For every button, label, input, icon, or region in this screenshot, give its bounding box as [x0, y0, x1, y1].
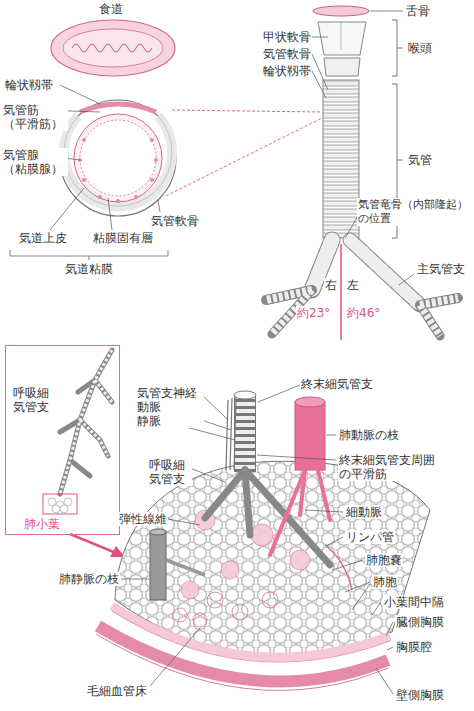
part-label: 壁側胸膜	[395, 688, 445, 702]
part-label: 弾性線維	[118, 512, 168, 526]
part-label: 気道上皮	[18, 231, 68, 245]
part-label: 呼吸細 気管支	[148, 458, 192, 486]
part-label: 終末細気管支周囲 の平滑筋	[338, 453, 444, 481]
part-label: 気管軟骨	[150, 214, 200, 228]
part-label: 輪状靱帯	[262, 64, 312, 78]
part-label: 喉頭	[407, 41, 433, 55]
inset-label: 肺小葉	[23, 517, 61, 531]
part-label: 甲状軟骨	[262, 30, 312, 44]
part-label: 気管支神経 動脈 静脈	[136, 386, 204, 428]
part-label: 食道	[98, 2, 124, 16]
part-label: 肺胞嚢	[365, 553, 403, 567]
part-label: 約46°	[346, 306, 381, 320]
part-label: 臓側胸膜	[395, 615, 445, 629]
part-label: 気管竜骨（内部隆起） の位置	[357, 198, 471, 226]
part-label: 気管筋 （平滑筋）	[2, 103, 68, 131]
part-label: 舌骨	[405, 4, 431, 18]
part-label: 気管軟骨	[262, 47, 312, 61]
part-label: 肺動脈の枝	[338, 428, 400, 442]
inset-box: 呼吸細 気管支肺小葉	[5, 345, 120, 535]
part-label: 肺胞	[372, 575, 398, 589]
part-label: 粘膜固有層	[92, 231, 154, 245]
part-label: 左	[346, 278, 360, 292]
part-label: 気管腺 （粘膜腺）	[2, 148, 68, 176]
part-label: リンパ管	[345, 530, 395, 544]
part-label: 輪状靱帯	[4, 78, 54, 92]
part-label: 小葉間中隔	[383, 595, 445, 609]
part-label: 気道粘膜	[64, 262, 114, 276]
part-label: 細動脈	[345, 505, 383, 519]
part-label: 胸膜腔	[395, 640, 433, 654]
part-label: 肺静脈の枝	[58, 572, 120, 586]
part-label: 右	[324, 278, 338, 292]
part-label: 気管	[407, 153, 433, 167]
part-label: 終末細気管支	[300, 377, 374, 391]
part-label: 主気管支	[416, 262, 466, 276]
inset-label: 呼吸細 気管支	[12, 386, 56, 414]
part-label: 毛細血管床	[86, 684, 148, 698]
part-label: 約23°	[296, 306, 331, 320]
